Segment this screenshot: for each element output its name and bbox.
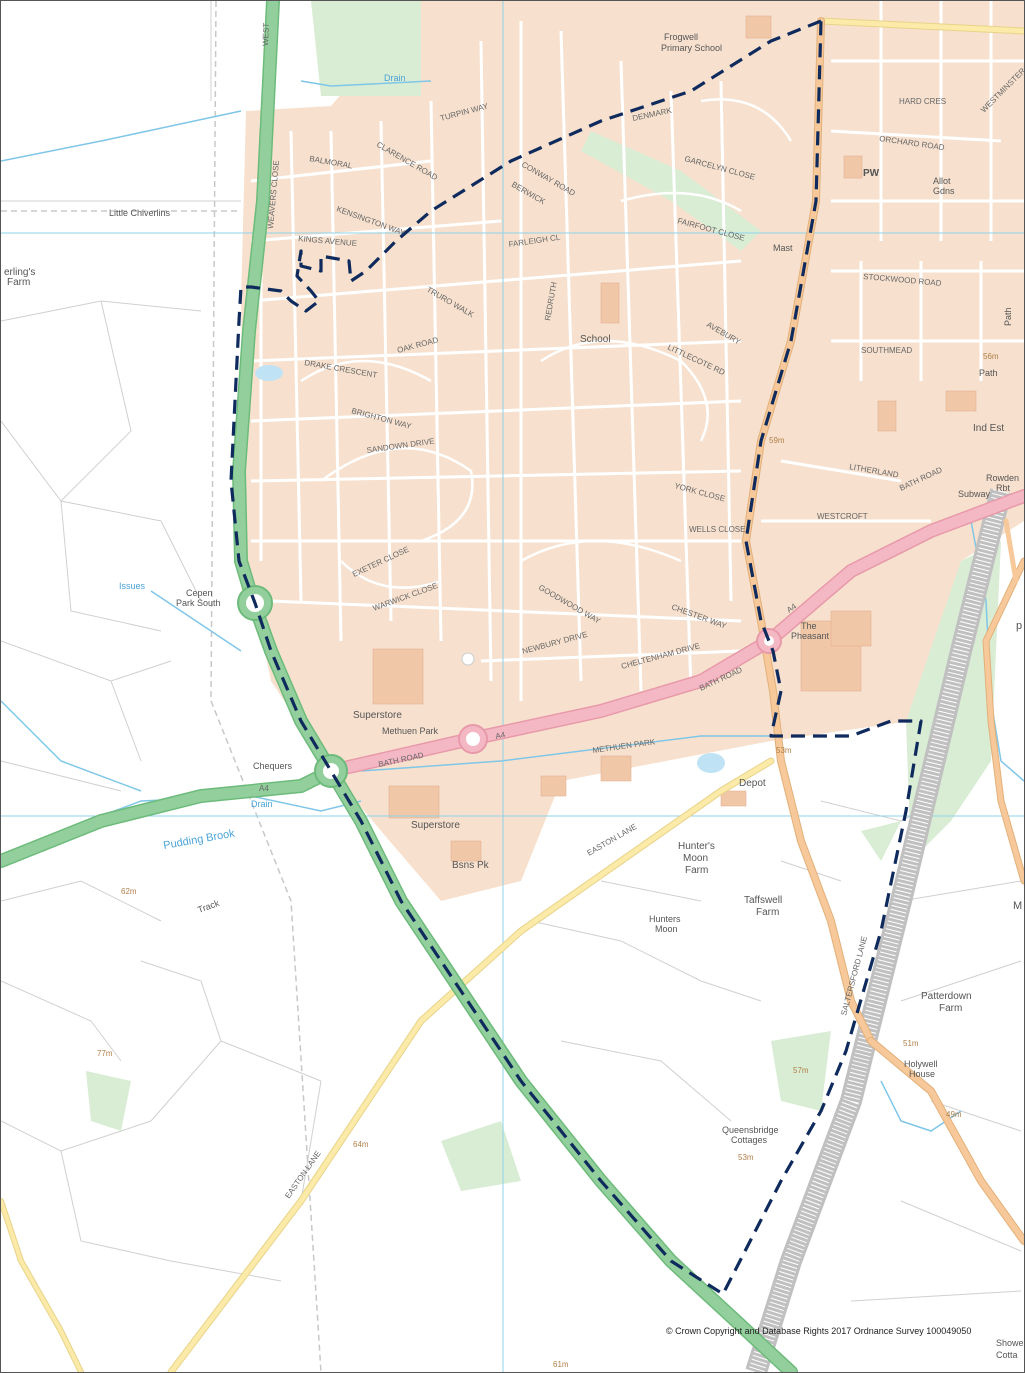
label-sterlings-2: Farm: [7, 277, 30, 288]
height-3: 53m: [776, 746, 792, 755]
crescent-streets: [300, 98, 793, 589]
height-7: 57m: [793, 1066, 809, 1075]
label-frogwell-2: Primary School: [661, 43, 722, 53]
buildings: [372, 15, 977, 862]
label-path-1: Path: [1003, 307, 1013, 326]
height-1: 56m: [983, 352, 999, 361]
road-southmead: SOUTHMEAD: [861, 346, 912, 355]
label-holywell-2: House: [909, 1069, 935, 1079]
label-showe: Showe: [996, 1338, 1024, 1348]
dismantled-railway: [1, 1, 322, 1372]
road-a4-1: A4: [495, 730, 507, 741]
label-subway: Subway: [958, 489, 991, 499]
label-drain-2: Drain: [251, 799, 273, 809]
label-holywell: Holywell: [904, 1059, 938, 1069]
copyright-notice: © Crown Copyright and Database Rights 20…: [666, 1326, 972, 1336]
label-the-pheasant-2: Pheasant: [791, 631, 830, 641]
label-cepen-2: Park South: [176, 598, 221, 608]
label-superstore-1: Superstore: [353, 710, 402, 721]
height-6: 64m: [353, 1140, 369, 1149]
height-4: 62m: [121, 887, 137, 896]
neighbourhood-boundary: [229, 19, 923, 1296]
a4-bath-road: [324, 489, 1024, 778]
road-westcroft: WESTCROFT: [817, 512, 868, 521]
label-patterdown-2: Farm: [939, 1003, 962, 1014]
road-a4-3: A4: [259, 784, 269, 793]
label-taffswell-2: Farm: [756, 907, 779, 918]
label-superstore-2: Superstore: [411, 820, 460, 831]
label-patterdown: Patterdown: [921, 991, 972, 1002]
label-hunters-moon: Hunters: [649, 914, 681, 924]
height-2: 59m: [769, 436, 785, 445]
field-boundaries: [1, 1, 1022, 1302]
label-pw: PW: [863, 168, 880, 179]
label-methuen-park: Methuen Park: [382, 726, 439, 736]
label-cotta: Cotta: [996, 1350, 1018, 1360]
label-rowden: Rowden: [986, 473, 1019, 483]
minor-roads: [1, 17, 1024, 1372]
label-mast: Mast: [773, 243, 793, 253]
label-taffswell: Taffswell: [744, 895, 782, 906]
label-allot-2: Gdns: [933, 186, 955, 196]
label-p-edge: p: [1016, 620, 1022, 632]
label-the-pheasant: The: [801, 621, 817, 631]
railway: [745, 488, 1012, 1372]
label-drain-1: Drain: [384, 73, 406, 83]
spot-heights: 56m 59m 53m 62m 77m 64m 57m 51m 49m 53m …: [97, 352, 999, 1369]
height-9: 49m: [946, 1110, 962, 1119]
label-bsns-pk: Bsns Pk: [452, 860, 490, 871]
road-hard-cres: HARD CRES: [899, 97, 946, 106]
label-depot: Depot: [739, 778, 766, 789]
label-hunters-moon-2: Moon: [655, 924, 678, 934]
label-chequers: Chequers: [253, 761, 293, 771]
label-hunters-moon-farm: Hunter's: [678, 841, 715, 852]
residential-streets: [250, 1, 1024, 701]
height-8: 51m: [903, 1039, 919, 1048]
label-queensbridge-2: Cottages: [731, 1135, 768, 1145]
height-11: 61m: [553, 1360, 569, 1369]
road-wells-close: WELLS CLOSE: [689, 525, 745, 534]
label-little-chiverlins: Little Chiverlins: [109, 208, 171, 218]
label-queensbridge: Queensbridge: [722, 1125, 779, 1135]
pond-1: [255, 365, 283, 381]
label-issues: Issues: [119, 581, 146, 591]
label-frogwell: Frogwell: [664, 32, 698, 42]
label-rowden-2: Rbt: [996, 483, 1011, 493]
label-school: School: [580, 334, 611, 345]
pond-2: [697, 753, 725, 773]
label-sterlings: erling's: [4, 267, 35, 278]
label-hunters-moon-farm-2: Moon: [683, 853, 708, 864]
label-ind-est: Ind Est: [973, 423, 1004, 434]
road-west-cepen: WEST: [261, 23, 271, 47]
label-allot: Allot: [933, 176, 951, 186]
label-path-2: Path: [979, 368, 998, 378]
label-m-edge: M: [1013, 900, 1022, 912]
label-cepen: Cepen: [186, 588, 213, 598]
height-10: 53m: [738, 1153, 754, 1162]
label-hunters-moon-farm-3: Farm: [685, 865, 708, 876]
height-5: 77m: [97, 1049, 113, 1058]
